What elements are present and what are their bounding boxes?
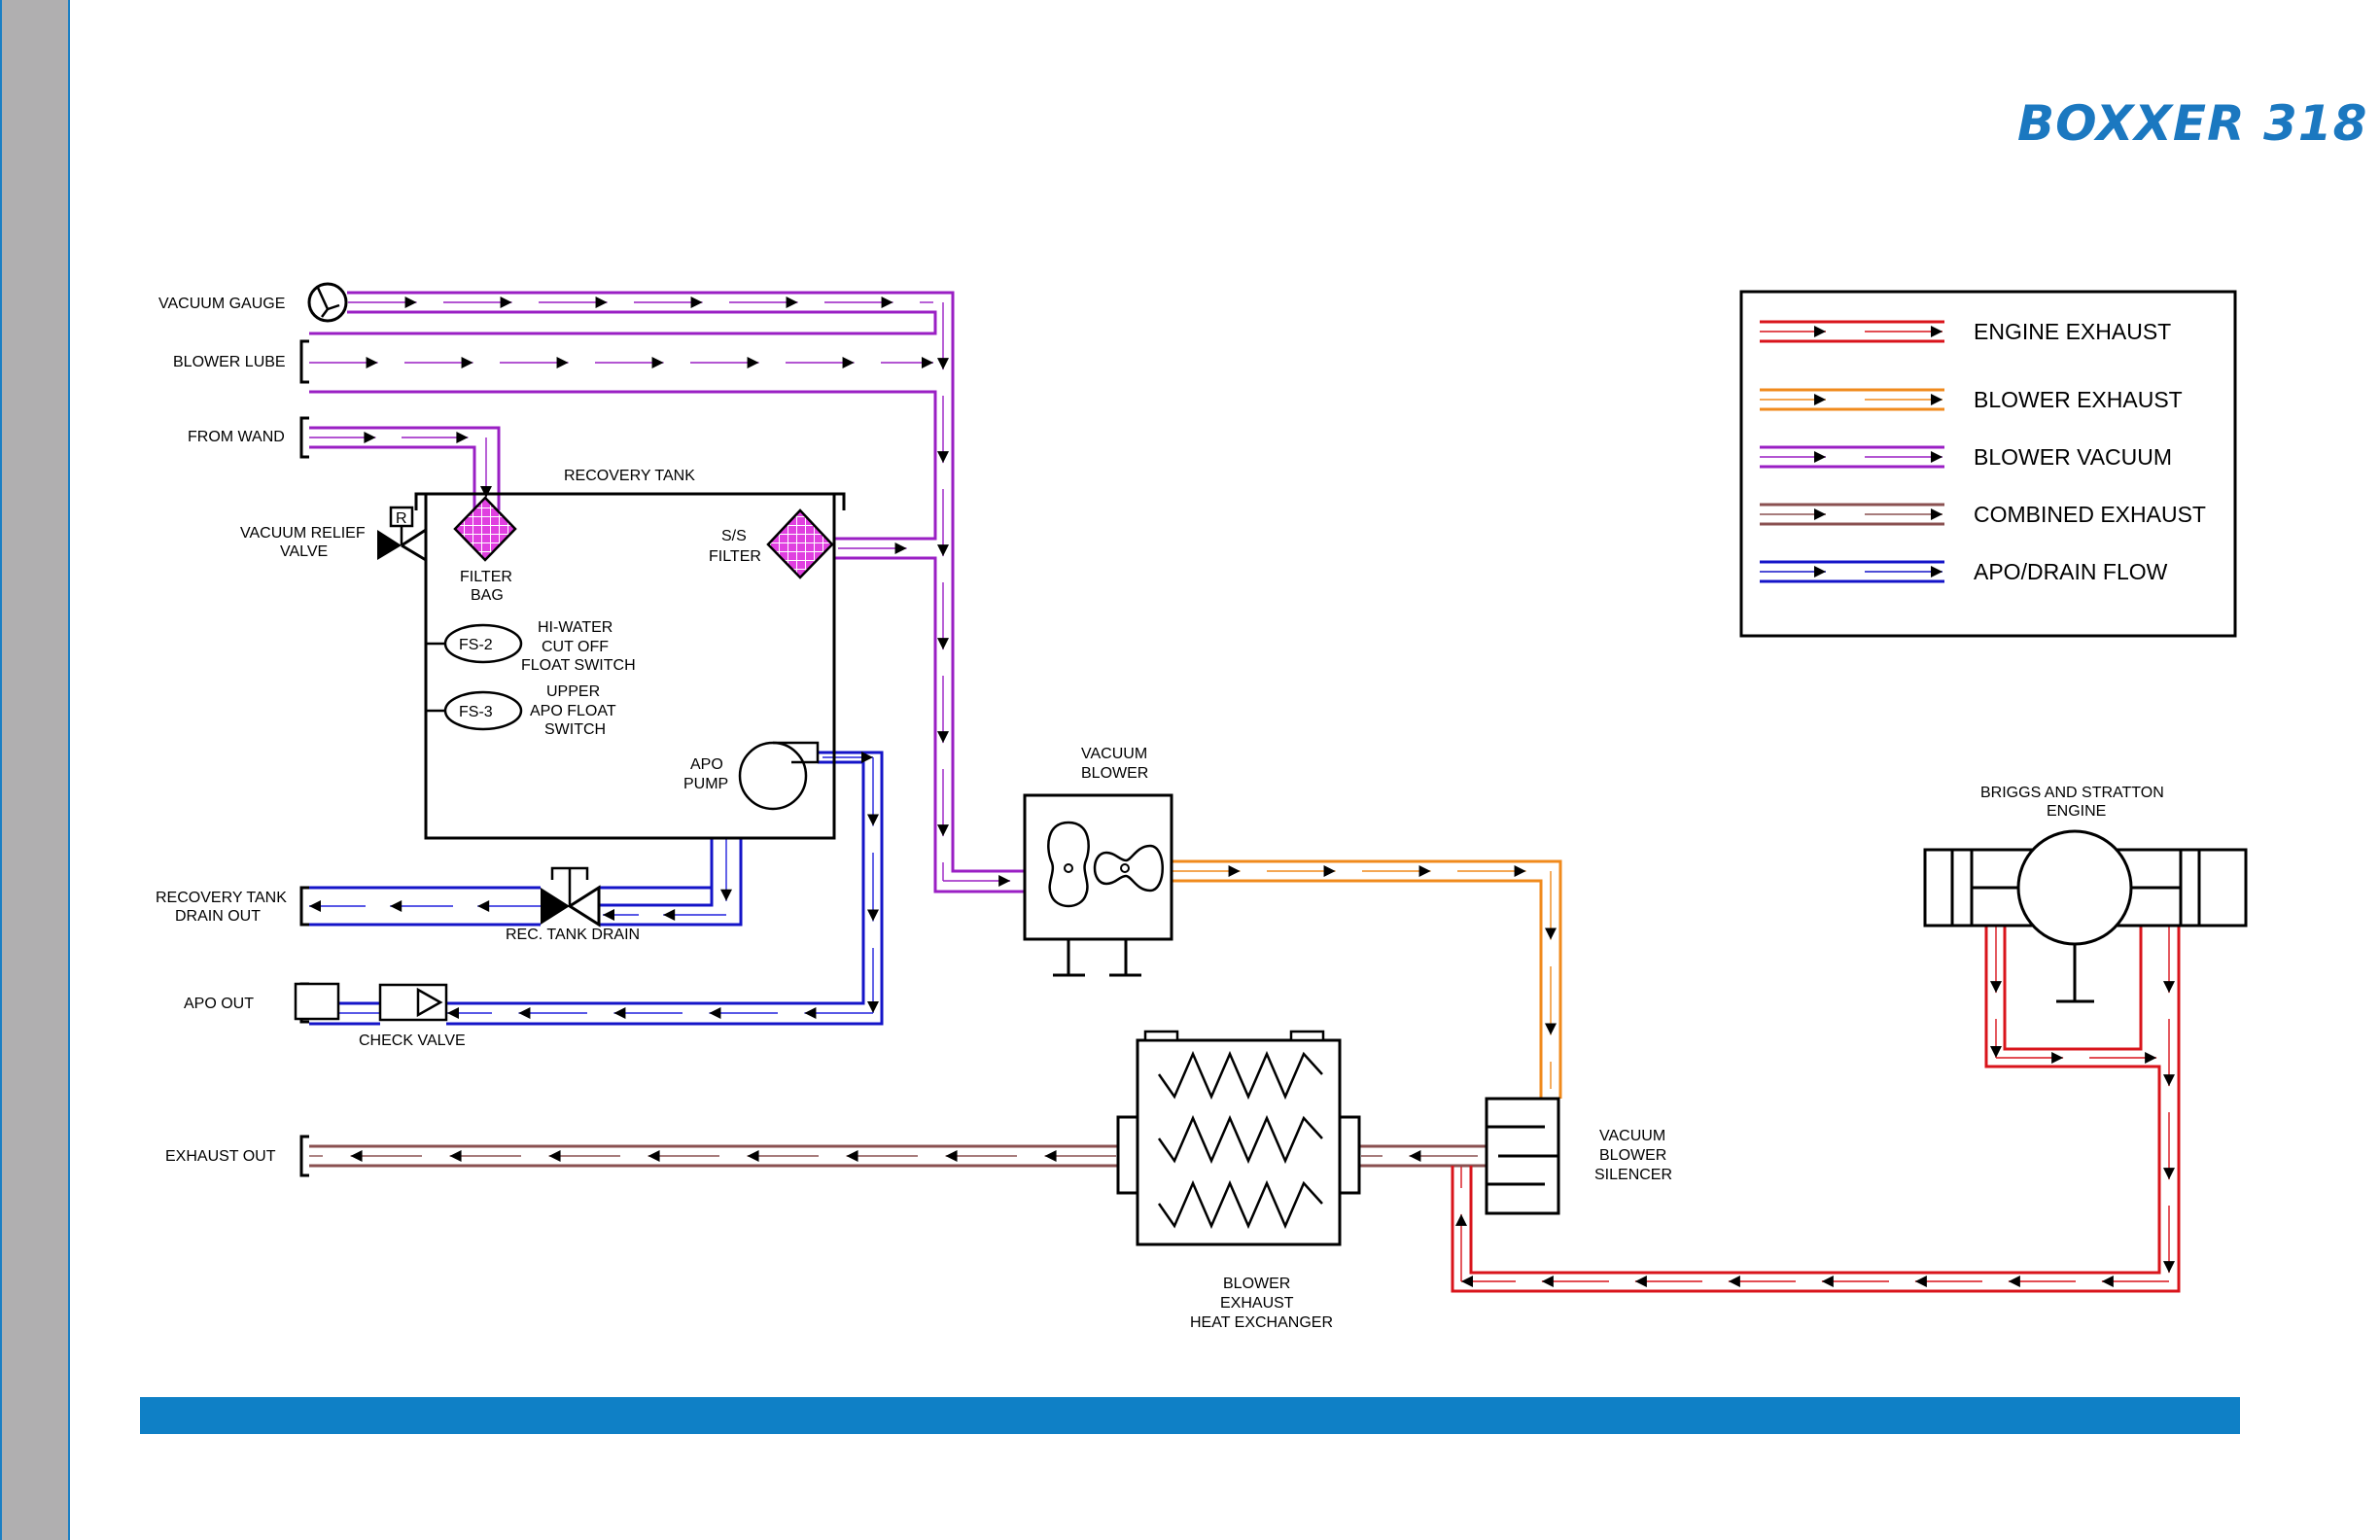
silencer-icon — [1485, 1097, 1560, 1215]
vacuum-pipe-outer — [347, 291, 1025, 873]
vacuum-pipe-gauge-inner — [309, 310, 937, 335]
label-apo-out: APO OUT — [184, 996, 254, 1012]
heat-exchanger-icon — [1116, 1030, 1361, 1246]
footer-bar — [140, 1397, 2240, 1434]
float-switch-fs2-icon — [443, 623, 523, 664]
label-filter-bag-1: FILTER — [460, 569, 512, 585]
label-silencer-3: SILENCER — [1594, 1167, 1672, 1183]
label-vacuum-blower-2: BLOWER — [1081, 765, 1148, 782]
rec-tank-drain-valve-icon — [541, 866, 601, 928]
engine-exhaust-outer — [1451, 926, 2181, 1293]
vacuum-pipe-filter-inner — [834, 556, 1025, 893]
label-drain-out-1: RECOVERY TANK — [156, 890, 287, 906]
vacuum-blower-icon — [1023, 793, 1173, 977]
label-hx-3: HEAT EXCHANGER — [1190, 1314, 1333, 1331]
label-vacuum-relief-2: VALVE — [280, 543, 328, 560]
float-switch-fs3-icon — [443, 690, 523, 731]
left-sidebar — [0, 0, 70, 1540]
label-rec-tank-drain: REC. TANK DRAIN — [506, 927, 640, 943]
legend-item-engine-exhaust: ENGINE EXHAUST — [1760, 319, 2171, 344]
recovery-tank — [424, 492, 836, 840]
legend-label: BLOWER EXHAUST — [1974, 387, 2183, 412]
blower-exhaust-inner — [1172, 879, 1543, 1099]
pipes-layer — [309, 291, 2181, 1293]
ss-filter-icon — [766, 508, 834, 579]
label-blower-lube: BLOWER LUBE — [173, 354, 286, 370]
blower-exhaust-outer — [1172, 859, 1562, 1099]
label-fs3-desc-1: UPPER — [546, 683, 600, 700]
label-fs3-desc-3: SWITCH — [544, 721, 606, 738]
check-valve-icon — [294, 982, 340, 1021]
label-fs3: FS-3 — [459, 704, 493, 720]
label-drain-out-2: DRAIN OUT — [175, 908, 261, 925]
label-ss-filter-2: FILTER — [709, 548, 761, 565]
legend-item-combined-exhaust: COMBINED EXHAUST — [1760, 502, 2206, 527]
label-hx-2: EXHAUST — [1220, 1295, 1294, 1312]
legend-item-blower-vacuum: BLOWER VACUUM — [1760, 444, 2172, 470]
vacuum-gauge-icon — [307, 282, 348, 323]
legend-label: ENGINE EXHAUST — [1974, 319, 2171, 344]
label-apo-pump-2: PUMP — [683, 776, 728, 792]
legend-item-blower-exhaust: BLOWER EXHAUST — [1760, 387, 2183, 412]
drain-pipe-outer2 — [599, 838, 743, 927]
legend-box — [1739, 290, 2237, 638]
label-exhaust-out: EXHAUST OUT — [165, 1148, 276, 1165]
label-vacuum-blower-1: VACUUM — [1081, 746, 1147, 762]
label-engine-2: ENGINE — [2047, 803, 2106, 820]
legend-label: APO/DRAIN FLOW — [1974, 559, 2168, 584]
label-vacuum-relief-1: VACUUM RELIEF — [240, 525, 366, 542]
label-engine-1: BRIGGS AND STRATTON — [1980, 785, 2164, 801]
label-hx-1: BLOWER — [1223, 1276, 1290, 1292]
pipe-end-exhaust-out — [299, 1135, 309, 1177]
label-fs2-desc-3: FLOAT SWITCH — [521, 657, 636, 674]
apo-pipe-inner — [446, 760, 865, 1005]
wand-pipe-bottom — [309, 445, 476, 510]
label-apo-pump-1: APO — [690, 756, 723, 773]
label-fs2-desc-2: CUT OFF — [542, 639, 609, 655]
filter-bag-icon — [453, 496, 517, 562]
brand-logo: BOXXER 318 — [2017, 95, 2368, 152]
vacuum-pipe-lube-inner — [309, 390, 937, 541]
label-fs2-desc-1: HI-WATER — [538, 619, 612, 636]
relief-r-label: R — [396, 510, 407, 527]
pipe-end-drain-out — [299, 886, 309, 927]
wand-pipe-top — [309, 426, 501, 510]
pipe-end-from-wand — [299, 416, 309, 459]
engine-exhaust-inner — [1469, 926, 2161, 1275]
legend: ENGINE EXHAUST BLOWER EXHAUST BLOWER VACUU… — [1760, 319, 2206, 584]
legend-label: BLOWER VACUUM — [1974, 444, 2172, 470]
label-fs2: FS-2 — [459, 637, 493, 653]
label-ss-filter-1: S/S — [721, 528, 747, 544]
label-filter-bag-2: BAG — [471, 587, 504, 604]
legend-label: COMBINED EXHAUST — [1974, 502, 2206, 527]
apo-pipe-outer — [446, 751, 884, 1026]
apo-pump-icon — [738, 741, 808, 811]
label-check-valve: CHECK VALVE — [359, 1032, 466, 1049]
engine-exhaust-loop — [2003, 926, 2143, 1051]
label-from-wand: FROM WAND — [188, 429, 285, 445]
label-vacuum-gauge: VACUUM GAUGE — [158, 296, 285, 312]
vacuum-relief-valve-icon: R — [377, 506, 427, 562]
label-fs3-desc-2: APO FLOAT — [530, 703, 616, 719]
label-silencer-1: VACUUM — [1599, 1128, 1665, 1144]
drain-pipe-outer — [599, 838, 714, 907]
label-silencer-2: BLOWER — [1599, 1147, 1666, 1164]
pipe-end-blower-lube — [299, 339, 309, 384]
label-recovery-tank: RECOVERY TANK — [564, 468, 695, 484]
engine-icon — [1923, 829, 2248, 1003]
legend-item-apo-drain: APO/DRAIN FLOW — [1760, 559, 2168, 584]
